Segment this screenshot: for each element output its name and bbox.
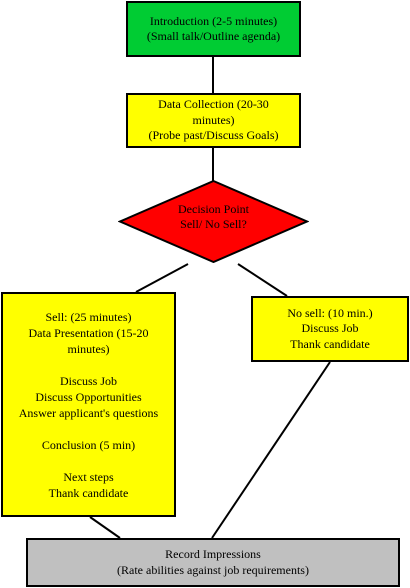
no-sell-line-1: No sell: (10 min.) (287, 305, 373, 320)
sell-box: Sell: (25 minutes) Data Presentation (15… (1, 292, 176, 517)
diamond-shape (118, 180, 309, 263)
sell-line-9: Conclusion (5 min) (41, 437, 136, 452)
record-impressions-box: Record Impressions (Rate abilities again… (26, 538, 400, 587)
introduction-box: Introduction (2-5 minutes) (Small talk/O… (126, 1, 301, 57)
no-sell-line-2: Discuss Job (301, 321, 359, 336)
sell-line-6: Discuss Opportunities (35, 389, 142, 404)
connector-decision-to-no-sell (237, 263, 288, 297)
record-impressions-line-2: (Rate abilities against job requirements… (117, 562, 309, 577)
introduction-line-2: (Small talk/Outline agenda) (146, 29, 281, 43)
decision-point-line-2: Sell/ No Sell? (180, 217, 247, 231)
no-sell-line-3: Thank candidate (290, 336, 370, 351)
introduction-line-1: Introduction (2-5 minutes) (149, 13, 278, 28)
sell-line-11: Next steps (63, 469, 114, 484)
sell-line-2: Data Presentation (15-20 (28, 325, 149, 340)
decision-point-diamond: Decision Point Sell/ No Sell? (118, 180, 309, 263)
decision-point-line-1: Decision Point (178, 202, 249, 216)
data-collection-line-3: (Probe past/Discuss Goals) (148, 128, 279, 143)
data-collection-box: Data Collection (20-30 minutes) (Probe p… (126, 93, 301, 148)
sell-line-5: Discuss Job (59, 373, 117, 388)
connector-decision-to-sell (135, 263, 189, 293)
no-sell-box: No sell: (10 min.) Discuss Job Thank can… (251, 296, 409, 362)
data-collection-line-2: minutes) (192, 112, 235, 127)
sell-line-7: Answer applicant's questions (18, 405, 159, 420)
data-collection-line-1: Data Collection (20-30 (158, 97, 269, 112)
sell-line-3: minutes) (67, 341, 110, 356)
sell-line-1: Sell: (25 minutes) (45, 309, 132, 324)
record-impressions-line-1: Record Impressions (165, 547, 261, 561)
connector-sell-to-record (89, 516, 121, 539)
connector-no-sell-to-record (211, 361, 331, 539)
sell-line-12: Thank candidate (48, 485, 129, 500)
